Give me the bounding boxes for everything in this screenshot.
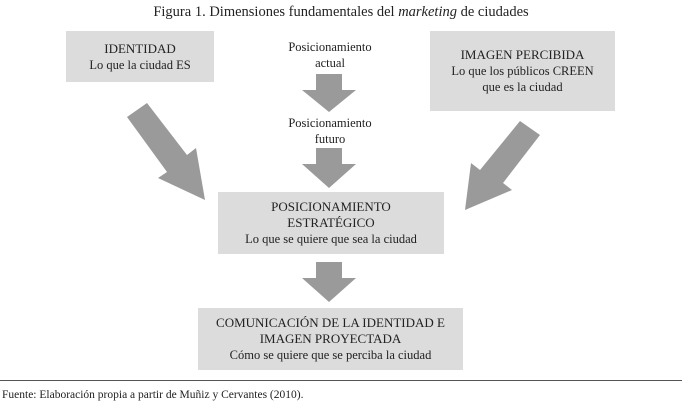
perceived-image-heading: IMAGEN PERCIBIDA — [460, 47, 585, 62]
current-positioning-line1: Posicionamiento — [288, 40, 372, 54]
communication-heading-line1: COMUNICACIÓN DE LA IDENTIDAD E — [216, 315, 445, 330]
identity-box: IDENTIDAD Lo que la ciudad ES — [66, 31, 214, 82]
title-prefix: Figura 1. Dimensiones fundamentales del — [153, 4, 399, 20]
title-italic: marketing — [398, 4, 457, 20]
strategic-subtitle: Lo que se quiere que sea la ciudad — [245, 232, 417, 246]
title-suffix: de ciudades — [456, 4, 529, 20]
perceived-image-subtitle-line2: que es la ciudad — [482, 80, 563, 94]
strategic-heading-line2: ESTRATÉGICO — [287, 215, 375, 230]
perceived-image-subtitle-line1: Lo que los públicos CREEN — [451, 64, 594, 78]
source-note: Fuente: Elaboración propia a partir de M… — [2, 389, 304, 401]
future-positioning-line1: Posicionamiento — [288, 116, 372, 130]
future-positioning-label: Posicionamiento futuro — [260, 115, 400, 147]
identity-heading: IDENTIDAD — [104, 40, 176, 56]
diagonal-arrow-right — [465, 121, 540, 210]
communication-heading-line2: IMAGEN PROYECTADA — [259, 331, 402, 346]
strategic-heading-line1: POSICIONAMIENTO — [271, 199, 391, 214]
current-positioning-line2: actual — [315, 56, 345, 70]
down-arrow-1 — [302, 74, 356, 112]
future-positioning-line2: futuro — [314, 132, 346, 146]
current-positioning-label: Posicionamiento actual — [260, 39, 400, 71]
communication-subtitle: Cómo se quiere que se perciba la ciudad — [229, 348, 432, 362]
footer-divider — [0, 380, 682, 381]
down-arrow-2 — [302, 148, 356, 188]
down-arrow-3 — [302, 262, 356, 302]
diagonal-arrow-left — [127, 103, 205, 200]
figure-title: Figura 1. Dimensiones fundamentales del … — [0, 4, 682, 21]
perceived-image-box: IMAGEN PERCIBIDA Lo que los públicos CRE… — [430, 31, 615, 111]
identity-subtitle: Lo que la ciudad ES — [89, 57, 191, 72]
communication-box: COMUNICACIÓN DE LA IDENTIDAD E IMAGEN PR… — [198, 308, 463, 370]
strategic-positioning-box: POSICIONAMIENTO ESTRATÉGICO Lo que se qu… — [218, 192, 444, 254]
